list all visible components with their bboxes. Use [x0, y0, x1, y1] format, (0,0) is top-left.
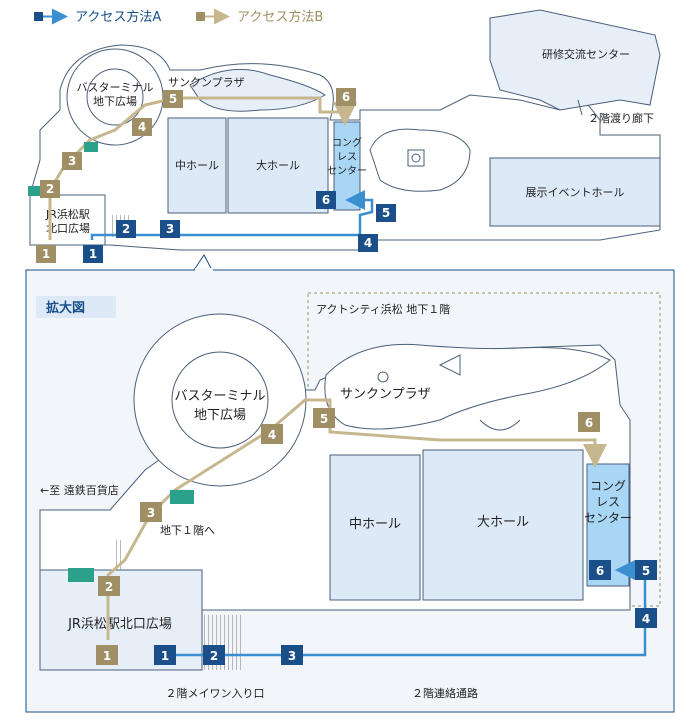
detail-to-b1: 地下１階へ — [160, 523, 215, 537]
svg-text:6: 6 — [585, 416, 593, 430]
detail-middle-hall: 中ホール — [349, 517, 401, 532]
svg-text:4: 4 — [364, 236, 372, 250]
svg-text:4: 4 — [642, 612, 650, 626]
legend-route-a: アクセス方法A — [75, 9, 161, 25]
detail-b-badge-2: 2 — [98, 576, 120, 596]
detail-to-entetsu: ←至 遠鉄百貨店 — [40, 483, 119, 497]
detail-b-badge-6: 6 — [578, 412, 600, 432]
overview-a-badge-1: 1 — [83, 245, 103, 263]
detail-b-badge-5: 5 — [313, 408, 335, 428]
overview-b-badge-5: 5 — [163, 90, 183, 108]
detail-connecting-2f: ２階連絡通路 — [412, 686, 478, 700]
overview-jr-plaza-1: JR浜松駅 — [45, 207, 90, 221]
svg-text:3: 3 — [68, 154, 76, 168]
overview-map: 研修交流センター ２階渡り廊下 バスターミナル 地下広場 サンクンプラザ 中ホー… — [29, 9, 661, 263]
svg-text:5: 5 — [382, 206, 390, 220]
detail-panel: 拡大図 アクトシティ浜松 地下１階 バスターミナル 地下広場 サンクンプラザ 中… — [25, 142, 675, 713]
svg-text:2: 2 — [46, 182, 54, 196]
overview-sunken-plaza: サンクンプラザ — [168, 76, 245, 89]
detail-a-badge-4: 4 — [635, 608, 657, 628]
legend-route-b: アクセス方法B — [237, 9, 323, 25]
overview-a-badge-6: 6 — [316, 191, 336, 209]
detail-a-badge-3: 3 — [281, 645, 303, 665]
svg-text:3: 3 — [147, 506, 155, 520]
detail-title: 拡大図 — [46, 300, 85, 316]
detail-big-hall: 大ホール — [477, 515, 529, 530]
svg-text:1: 1 — [42, 247, 50, 261]
overview-congress-3: センター — [327, 165, 367, 177]
overview-middle-hall: 中ホール — [175, 159, 219, 172]
svg-text:1: 1 — [161, 649, 169, 663]
overview-a-badge-5: 5 — [376, 204, 396, 222]
overview-exhibition-hall: 展示イベントホール — [526, 186, 625, 199]
overview-bus-terminal-1: バスターミナル — [77, 81, 154, 94]
svg-text:2: 2 — [210, 649, 218, 663]
overview-big-hall: 大ホール — [256, 158, 300, 172]
overview-a-badge-4: 4 — [358, 234, 378, 252]
detail-bus-terminal-1: バスターミナル — [174, 389, 265, 404]
detail-congress-2: レス — [596, 495, 620, 509]
overview-training-center: 研修交流センター — [542, 47, 630, 61]
svg-text:4: 4 — [138, 120, 146, 134]
detail-bus-terminal-2: 地下広場 — [194, 408, 246, 423]
overview-a-badge-3: 3 — [160, 220, 180, 238]
svg-text:5: 5 — [169, 92, 177, 106]
detail-b-badge-1: 1 — [96, 645, 118, 665]
overview-bus-terminal-2: 地下広場 — [93, 95, 137, 108]
detail-b-badge-4: 4 — [261, 424, 283, 444]
overview-walkway: ２階渡り廊下 — [588, 111, 654, 125]
svg-text:2: 2 — [122, 222, 130, 236]
overview-b-badge-4: 4 — [132, 118, 152, 136]
overview-a-badge-2: 2 — [116, 220, 136, 238]
detail-sunken-plaza: サンクンプラザ — [340, 387, 431, 402]
legend: アクセス方法A アクセス方法B — [34, 8, 323, 25]
svg-text:3: 3 — [166, 222, 174, 236]
detail-a-badge-6: 6 — [589, 560, 611, 580]
svg-text:5: 5 — [320, 412, 328, 426]
svg-text:3: 3 — [288, 649, 296, 663]
detail-b-badge-3: 3 — [140, 502, 162, 522]
overview-b-badge-3: 3 — [62, 152, 82, 170]
overview-congress-1: コング — [332, 136, 362, 149]
overview-congress-2: レス — [337, 152, 357, 163]
svg-text:1: 1 — [89, 247, 97, 261]
svg-text:4: 4 — [268, 428, 276, 442]
svg-text:2: 2 — [105, 580, 113, 594]
detail-congress-1: コング — [590, 479, 626, 493]
svg-text:6: 6 — [596, 564, 604, 578]
escalator-icon — [28, 142, 194, 582]
detail-congress-3: センター — [584, 511, 632, 525]
overview-b-badge-1: 1 — [36, 245, 56, 263]
svg-text:6: 6 — [342, 90, 350, 104]
detail-jr-plaza: JR浜松駅北口広場 — [67, 617, 172, 632]
detail-main-entrance-2f: ２階メイワン入り口 — [166, 686, 265, 700]
detail-a-badge-1: 1 — [154, 645, 176, 665]
overview-jr-plaza-2: 北口広場 — [46, 222, 90, 235]
detail-a-badge-5: 5 — [635, 560, 657, 580]
svg-text:5: 5 — [642, 564, 650, 578]
svg-text:6: 6 — [322, 193, 330, 207]
overview-b-badge-6: 6 — [336, 88, 356, 106]
overview-b-badge-2: 2 — [40, 180, 60, 198]
detail-act-city-b1: アクトシティ浜松 地下１階 — [316, 302, 450, 316]
detail-a-badge-2: 2 — [203, 645, 225, 665]
svg-text:1: 1 — [103, 649, 111, 663]
